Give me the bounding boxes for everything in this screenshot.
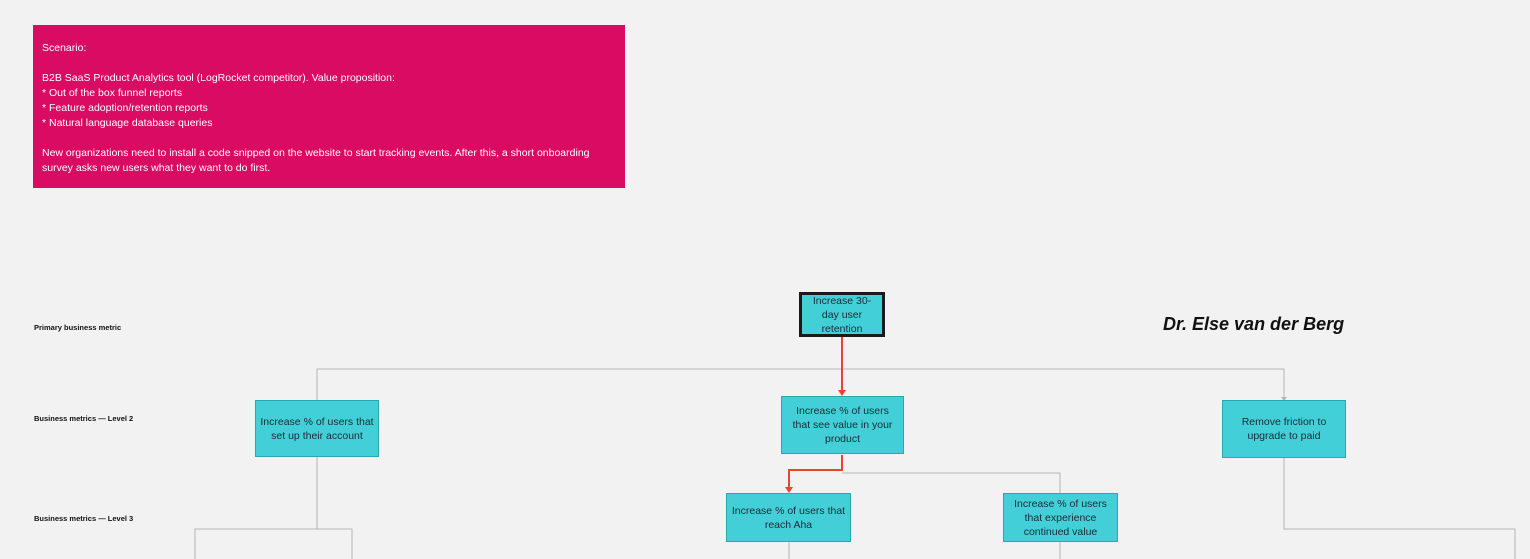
- tree-connectors: [194, 368, 1516, 559]
- connector-arrowheads: [1281, 397, 1287, 401]
- highlight-arrowheads: [785, 390, 846, 493]
- author-name: Dr. Else van der Berg: [1163, 314, 1345, 334]
- scenario-line: B2B SaaS Product Analytics tool (LogRock…: [42, 72, 395, 84]
- scenario-line: * Out of the box funnel reports: [42, 87, 183, 99]
- setup-to-children: [194, 457, 353, 559]
- scenario-line: * Feature adoption/retention reports: [42, 102, 208, 114]
- node-increase-retention[interactable]: Increase 30-day user retention: [799, 292, 885, 337]
- node-continued-value[interactable]: Increase % of users that experience cont…: [1003, 493, 1118, 542]
- arrowhead: [785, 487, 793, 493]
- row-label-level2: Business metrics — Level 2: [34, 414, 134, 423]
- node-label: Increase % of users that set up their ac…: [260, 415, 374, 442]
- node-label: Remove friction to upgrade to paid: [1241, 416, 1327, 442]
- level2-bus: [316, 368, 1285, 400]
- scenario-note[interactable]: Scenario: B2B SaaS Product Analytics too…: [33, 25, 625, 188]
- node-see-value[interactable]: Increase % of users that see value in yo…: [781, 396, 904, 454]
- node-setup-account[interactable]: Increase % of users that set up their ac…: [255, 400, 379, 457]
- node-upgrade-to-paid[interactable]: Remove friction to upgrade to paid: [1222, 400, 1346, 458]
- row-label-level3: Business metrics — Level 3: [34, 514, 134, 523]
- arrowhead: [1281, 397, 1287, 401]
- see-value-to-aha: [788, 455, 843, 488]
- scenario-line: New organizations need to install a code…: [42, 147, 590, 174]
- arrowhead: [838, 390, 846, 396]
- node-label: Increase % of users that reach Aha: [731, 504, 846, 531]
- upgrade-to-children: [1283, 458, 1516, 559]
- node-reach-aha[interactable]: Increase % of users that reach Aha: [726, 493, 851, 542]
- node-label: Increase 30-day user retention: [812, 294, 872, 335]
- scenario-heading: Scenario:: [42, 42, 87, 54]
- highlight-path: [788, 336, 843, 488]
- scenario-line: * Natural language database queries: [42, 117, 213, 129]
- see-value-to-continued: [842, 472, 1061, 493]
- node-label: Increase % of users that see value in yo…: [792, 405, 893, 445]
- row-label-primary: Primary business metric: [34, 323, 122, 332]
- node-label: Increase % of users that experience cont…: [1014, 497, 1107, 538]
